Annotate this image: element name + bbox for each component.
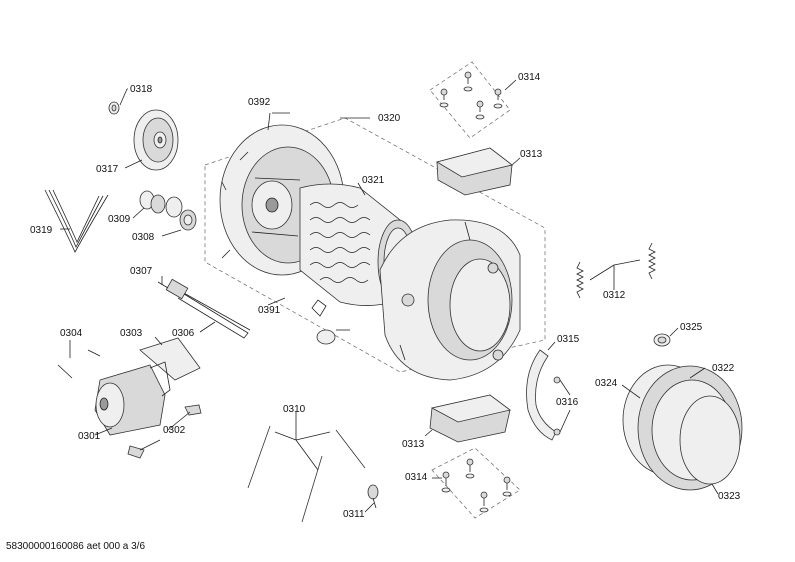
suspension-springs [576, 242, 656, 299]
label-0320: 0320 [378, 113, 401, 124]
label-0313-bottom: 0313 [402, 439, 425, 450]
label-0304: 0304 [60, 328, 83, 339]
drum-clip [311, 299, 350, 345]
label-0312: 0312 [603, 290, 626, 301]
label-0306: 0306 [172, 328, 195, 339]
motor [57, 340, 202, 459]
label-0324: 0324 [595, 378, 618, 389]
label-0309: 0309 [108, 214, 131, 225]
front-tub-half [379, 219, 521, 381]
counterweight-bottom [424, 394, 511, 443]
hose-clamp [653, 327, 679, 347]
bearings [132, 190, 197, 237]
label-0313-top: 0313 [520, 149, 543, 160]
label-0323: 0323 [718, 491, 741, 502]
drawing-reference-footer: 58300000160086 aet 000 a 3/6 [6, 541, 146, 552]
label-0391: 0391 [258, 305, 281, 316]
door-seal-bellows [621, 364, 743, 495]
label-0314-bottom: 0314 [405, 472, 428, 483]
label-0301: 0301 [78, 431, 101, 442]
pulley-assembly [108, 88, 179, 171]
label-0303: 0303 [120, 328, 143, 339]
label-0315: 0315 [557, 334, 580, 345]
label-0317: 0317 [96, 164, 119, 175]
label-0310: 0310 [283, 404, 306, 415]
label-0302: 0302 [163, 425, 186, 436]
label-0319: 0319 [30, 225, 53, 236]
shock-bolt [364, 484, 379, 513]
label-0311: 0311 [343, 509, 365, 520]
label-0318: 0318 [130, 84, 153, 95]
label-0316: 0316 [556, 397, 579, 408]
spring-fasteners-top [429, 61, 517, 139]
shock-absorbers [247, 412, 366, 523]
insulation-sheet [139, 336, 201, 381]
label-0392: 0392 [248, 97, 271, 108]
label-0314-top: 0314 [518, 72, 541, 83]
heater-element [157, 276, 251, 339]
clamp-strip [526, 341, 571, 441]
part-labels: 0318 0317 0319 0309 0308 0392 0320 0321 … [30, 72, 741, 520]
label-0308: 0308 [132, 232, 155, 243]
label-0325: 0325 [680, 322, 703, 333]
label-0321: 0321 [362, 175, 385, 186]
label-0307: 0307 [130, 266, 153, 277]
label-0322: 0322 [712, 363, 735, 374]
spring-fasteners-bottom [431, 447, 521, 519]
drive-belt [44, 189, 109, 253]
counterweight-top [435, 147, 521, 196]
